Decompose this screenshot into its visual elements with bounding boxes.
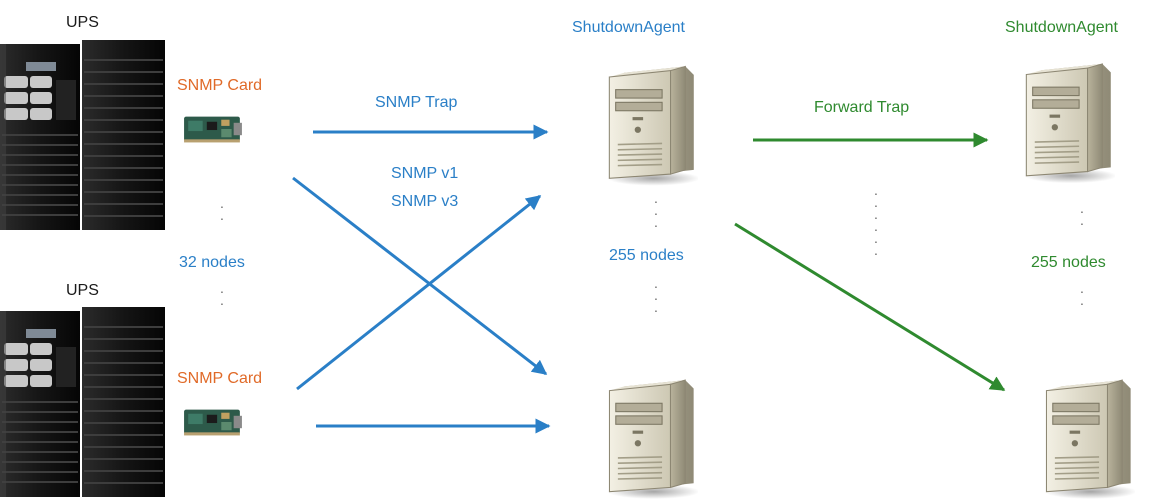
dots-mid-lower: ··· xyxy=(653,278,659,318)
ups-cabinet-bottom xyxy=(0,305,165,499)
dots-right-lower: ·· xyxy=(1079,283,1085,311)
ups-cabinet-top xyxy=(0,40,165,230)
dots-ups-lower: ·· xyxy=(219,283,225,311)
ups-label-top: UPS xyxy=(66,14,99,31)
ups-nodes-label: 32 nodes xyxy=(179,254,245,271)
dots-mid-upper: ··· xyxy=(653,193,659,233)
shutdown-agent-right-bottom xyxy=(1043,379,1135,499)
shutdown-agent-nodes-right: 255 nodes xyxy=(1031,254,1106,271)
dots-right-upper: ·· xyxy=(1079,203,1085,231)
shutdown-agent-title-right: ShutdownAgent xyxy=(1005,19,1118,36)
snmp-arrow-cross-up xyxy=(296,194,542,391)
snmp-card-label-bottom: SNMP Card xyxy=(177,370,263,387)
snmp-card-bottom xyxy=(184,409,242,436)
shutdown-agent-title-mid: ShutdownAgent xyxy=(572,19,685,36)
shutdown-agent-mid-bottom xyxy=(606,379,698,499)
shutdown-agent-mid-top xyxy=(606,65,698,186)
shutdown-agent-right-top xyxy=(1023,63,1115,185)
snmp-v3-label: SNMP v3 xyxy=(391,193,459,210)
dots-ups-upper: ·· xyxy=(219,198,225,226)
forward-trap-label: Forward Trap xyxy=(814,99,910,116)
snmp-arrow-cross-down xyxy=(292,176,548,376)
ups-label-bottom: UPS xyxy=(66,282,99,299)
snmp-card-top xyxy=(184,116,242,143)
dots-forward-column: ······ xyxy=(873,185,879,261)
forward-trap-arrow-diagonal xyxy=(734,222,1006,392)
snmp-trap-label: SNMP Trap xyxy=(375,94,458,111)
snmp-v1-label: SNMP v1 xyxy=(391,165,459,182)
snmp-card-label-top: SNMP Card xyxy=(177,77,263,94)
shutdown-agent-nodes-mid: 255 nodes xyxy=(609,247,684,264)
